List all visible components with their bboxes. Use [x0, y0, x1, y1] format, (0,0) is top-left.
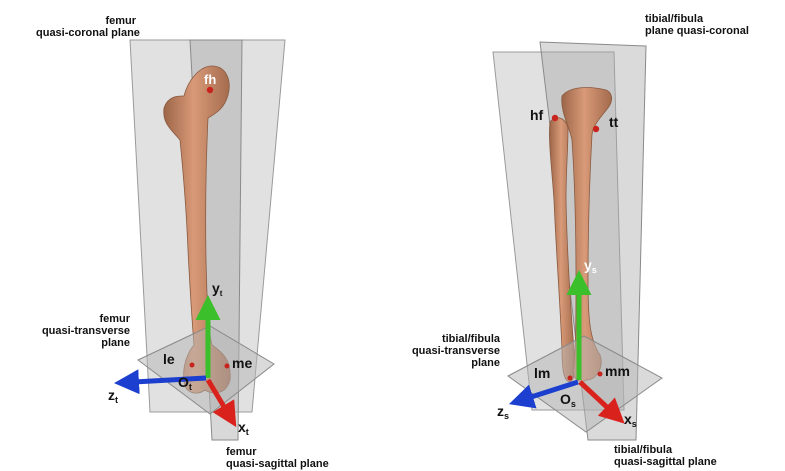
femur-panel: fh le me yt Ot zt xt [108, 40, 285, 440]
landmark-tt-label: tt [609, 114, 619, 130]
landmark-tt-marker [593, 126, 599, 132]
landmark-me-marker [225, 364, 230, 369]
landmark-le-label: le [163, 351, 175, 367]
tibia-fibula-panel: hf tt lm mm ys Os zs xs [493, 42, 662, 440]
landmark-me-label: me [232, 355, 252, 371]
landmark-mm-label: mm [605, 363, 630, 379]
femur-sagittal-plane-caption: femur quasi-sagittal plane [226, 446, 329, 470]
tibia-coronal-plane-caption: tibial/fibula plane quasi-coronal [645, 13, 749, 37]
landmark-lm-label: lm [534, 365, 550, 381]
landmark-mm-marker [598, 372, 603, 377]
femur-transverse-plane-caption: femur quasi-transverse plane [30, 313, 130, 349]
femur-z-axis-label: zt [108, 387, 118, 405]
landmark-hf-marker [552, 115, 558, 121]
landmark-fh-marker [207, 87, 213, 93]
landmark-hf-label: hf [530, 107, 544, 123]
landmark-le-marker [190, 363, 195, 368]
landmark-lm-marker [568, 376, 573, 381]
femur-coronal-plane-caption: femur quasi-coronal plane [36, 15, 136, 39]
tibia-transverse-plane-caption: tibial/fibula quasi-transverse plane [400, 333, 500, 369]
landmark-fh-label: fh [204, 72, 216, 87]
tibia-z-axis-label: zs [497, 403, 509, 421]
femur-x-axis-label: xt [238, 419, 249, 437]
tibia-sagittal-plane-caption: tibial/fibula quasi-sagittal plane [614, 444, 717, 468]
